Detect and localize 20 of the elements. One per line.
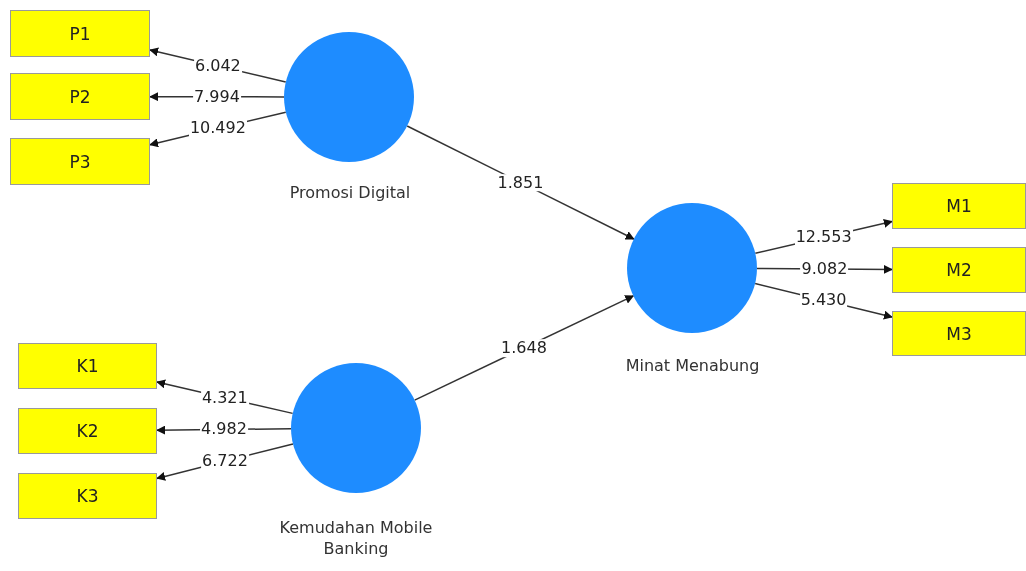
indicator-box: K3 — [18, 473, 157, 519]
indicator-box: P2 — [10, 73, 150, 120]
construct-label: Promosi Digital — [288, 183, 412, 204]
edge-label: 10.492 — [188, 119, 247, 138]
edge-label: 1.851 — [496, 173, 545, 192]
indicator-box: K2 — [18, 408, 157, 454]
indicator-box: M1 — [892, 183, 1026, 229]
edge-label: 5.430 — [799, 291, 848, 310]
construct-label: Kemudahan Mobile Banking — [278, 518, 434, 560]
indicator-box: K1 — [18, 343, 157, 389]
edge-label: 1.648 — [500, 339, 548, 357]
construct-label: Minat Menabung — [624, 356, 761, 377]
edge-label: 6.042 — [193, 57, 242, 75]
edge-label: 12.553 — [794, 228, 853, 247]
indicator-box: P3 — [10, 138, 150, 185]
indicator-box: M2 — [892, 247, 1026, 293]
indicator-box: M3 — [892, 311, 1026, 356]
edge-label: 4.321 — [200, 388, 249, 407]
edge-label: 6.722 — [201, 452, 249, 470]
indicator-box: P1 — [10, 10, 150, 57]
